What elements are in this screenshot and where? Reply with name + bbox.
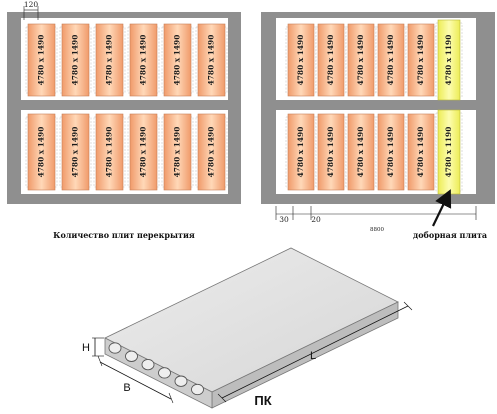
plate-size-label: 4780 x 1490	[326, 127, 335, 178]
hollow-core-slab: H B L	[82, 247, 413, 409]
plate-size-label: 4780 x 1490	[326, 35, 335, 86]
plate-size-label: 4780 x 1490	[105, 35, 114, 86]
dimension-30: 30	[279, 215, 289, 224]
slab-hollow-cores	[108, 342, 204, 396]
plate-size-label: 4780 x 1490	[139, 127, 148, 178]
plate-size-label: 4780 x 1490	[207, 35, 216, 86]
floor-plate: 4780 x 1490	[315, 23, 347, 97]
left-floor-plan: 4780 x 1490 4780 x 1490 4780 x 1490 4780 x …	[7, 0, 241, 204]
hollow-core	[191, 383, 204, 396]
floor-plate: 4780 x 1490	[127, 113, 160, 191]
caption-extra-plate: доборная плита	[413, 230, 487, 240]
plate-size-label: 4780 x 1490	[71, 127, 80, 178]
floor-plate: 4780 x 1490	[161, 23, 194, 97]
extra-plate: 4780 x 1190	[435, 19, 463, 101]
hollow-core	[125, 350, 138, 362]
floor-plate: 4780 x 1490	[59, 113, 92, 191]
hollow-core	[141, 358, 155, 371]
floor-plate: 4780 x 1490	[315, 113, 347, 191]
plate-size-label: 4780 x 1490	[173, 127, 182, 178]
floor-plate: 4780 x 1490	[285, 113, 317, 191]
plate-size-label: 4780 x 1490	[71, 35, 80, 86]
floor-plate: 4780 x 1490	[25, 113, 58, 191]
plate-size-label: 4780 x 1490	[207, 127, 216, 178]
plate-size-label: 4780 x 1490	[173, 35, 182, 86]
floor-plate: 4780 x 1490	[405, 23, 437, 97]
label-l: L	[310, 350, 316, 362]
dimension-line-b	[99, 361, 172, 400]
floor-plate: 4780 x 1490	[93, 113, 126, 191]
floor-plate: 4780 x 1490	[345, 23, 377, 97]
floor-plate: 4780 x 1490	[195, 23, 228, 97]
plate-size-label: 4780 x 1490	[356, 35, 365, 86]
plate-size-label: 4780 x 1490	[105, 127, 114, 178]
slab-title: ПК	[254, 393, 271, 408]
extra-plate-arrow	[432, 189, 452, 227]
floor-plate: 4780 x 1490	[127, 23, 160, 97]
plate-size-label: 4780 x 1490	[37, 127, 46, 178]
plate-size-label: 4780 x 1490	[356, 127, 365, 178]
dimension-total: 8800	[370, 227, 384, 233]
right-plates: 4780 x 1490 4780 x 1490 4780 x 1490 4780 x …	[285, 19, 463, 195]
plate-size-label: 4780 x 1490	[386, 127, 395, 178]
extra-plate: 4780 x 1190	[435, 109, 463, 195]
floor-plate: 4780 x 1490	[405, 113, 437, 191]
caption-slab-count: Количество плит перекрытия	[53, 230, 195, 240]
plate-size-label: 4780 x 1190	[444, 35, 453, 86]
plate-size-label: 4780 x 1490	[386, 35, 395, 86]
dimension-20: 20	[311, 215, 321, 224]
label-b: B	[123, 382, 130, 394]
floor-plate: 4780 x 1490	[375, 113, 407, 191]
floor-plate: 4780 x 1490	[59, 23, 92, 97]
plate-size-label: 4780 x 1190	[444, 127, 453, 178]
plate-size-label: 4780 x 1490	[296, 127, 305, 178]
plate-size-label: 4780 x 1490	[139, 35, 148, 86]
hollow-core	[158, 367, 171, 379]
hollow-core	[108, 342, 122, 354]
left-plates: 4780 x 1490 4780 x 1490 4780 x 1490 4780 x …	[25, 23, 228, 191]
floor-plate: 4780 x 1490	[25, 23, 58, 97]
plate-size-label: 4780 x 1490	[37, 35, 46, 86]
floor-plate: 4780 x 1490	[161, 113, 194, 191]
hollow-core	[174, 375, 188, 387]
plate-size-label: 4780 x 1490	[416, 35, 425, 86]
plate-size-label: 4780 x 1490	[296, 35, 305, 86]
right-floor-plan: 4780 x 1490 4780 x 1490 4780 x 1490 4780 x …	[261, 12, 495, 233]
floor-plate: 4780 x 1490	[195, 113, 228, 191]
dimension-line-l	[221, 305, 409, 399]
floor-plate: 4780 x 1490	[375, 23, 407, 97]
dimension-120: 120	[24, 0, 39, 9]
plate-size-label: 4780 x 1490	[416, 127, 425, 178]
label-h: H	[82, 342, 90, 354]
floor-plate: 4780 x 1490	[345, 113, 377, 191]
floor-plate: 4780 x 1490	[93, 23, 126, 97]
floor-plate: 4780 x 1490	[285, 23, 317, 97]
